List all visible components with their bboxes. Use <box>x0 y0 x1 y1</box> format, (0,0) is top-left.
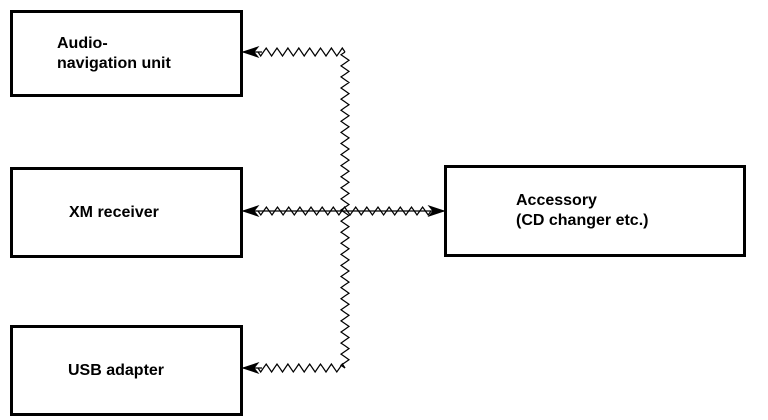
usb-adapter-label: USB adapter <box>68 361 165 379</box>
node-xm-receiver: XM receiver <box>10 167 243 258</box>
node-accessory: Accessory (CD changer etc.) <box>444 165 746 257</box>
node-audio-navigation-unit: Audio- navigation unit <box>10 10 243 97</box>
audio-navigation-unit-label: Audio- navigation unit <box>57 34 171 72</box>
zigzag-xm-accessory <box>257 205 432 217</box>
zigzag-audio-nav-horizontal <box>257 46 346 58</box>
zigzag-usb-horizontal <box>257 362 346 374</box>
arrowhead-into-audio-nav <box>241 45 260 59</box>
node-usb-adapter: USB adapter <box>10 325 243 416</box>
xm-receiver-label: XM receiver <box>69 203 159 221</box>
zigzag-vertical-bus <box>339 51 351 369</box>
arrowhead-into-usb-adapter <box>241 361 260 375</box>
accessory-label: Accessory (CD changer etc.) <box>516 192 649 229</box>
arrowhead-into-xm-receiver <box>241 204 260 218</box>
arrowhead-into-accessory <box>427 204 446 218</box>
